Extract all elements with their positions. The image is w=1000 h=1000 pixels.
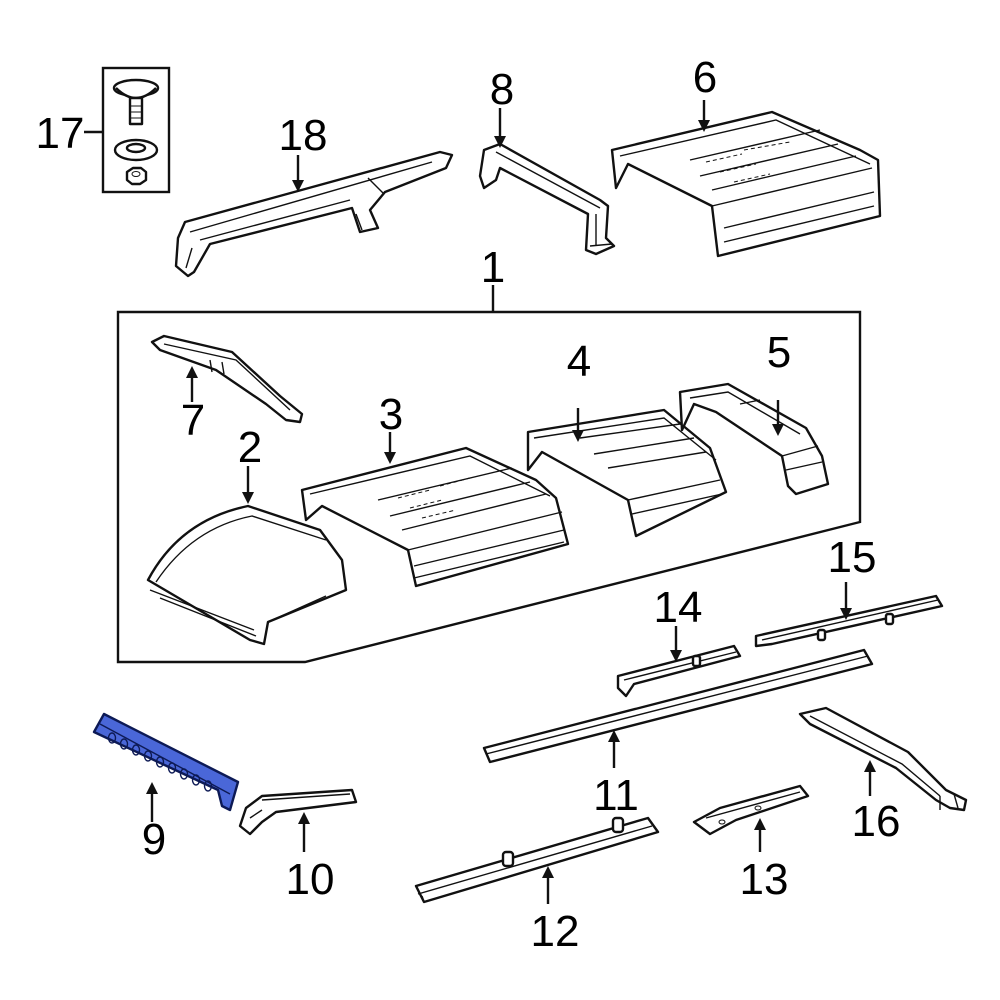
callout-12: 12 xyxy=(531,907,580,956)
assembly-1-bracket xyxy=(116,310,862,664)
callout-4: 4 xyxy=(567,337,591,386)
part-9-rear-header[interactable] xyxy=(92,712,240,812)
part-7-front-header[interactable] xyxy=(150,334,304,424)
part-15-upper-rail[interactable] xyxy=(754,594,944,648)
callout-9: 9 xyxy=(142,815,166,864)
part-3-center-roof-panel[interactable] xyxy=(300,446,570,588)
callout-13: 13 xyxy=(740,855,789,904)
part-4-rear-roof-panel[interactable] xyxy=(526,408,728,538)
part-16-rear-pillar[interactable] xyxy=(798,706,968,812)
part-2-front-roof-panel[interactable] xyxy=(146,504,348,646)
callout-8: 8 xyxy=(490,65,514,114)
callout-15: 15 xyxy=(828,533,877,582)
part-18-roof-side-rail[interactable] xyxy=(174,150,454,278)
part-6-roof-panel[interactable] xyxy=(610,110,882,258)
callout-16: 16 xyxy=(852,797,901,846)
callout-10: 10 xyxy=(286,855,335,904)
part-12-lower-rail[interactable] xyxy=(414,816,660,904)
callout-11: 11 xyxy=(593,771,639,820)
part-8-roof-bow[interactable] xyxy=(478,142,616,256)
part-14-short-rail[interactable] xyxy=(616,644,742,698)
callout-1: 1 xyxy=(481,243,505,292)
callout-7: 7 xyxy=(181,396,205,445)
callout-17: 17 xyxy=(36,109,85,158)
callout-2: 2 xyxy=(238,423,262,472)
part-5-rear-bow-panel[interactable] xyxy=(678,382,830,496)
callout-6: 6 xyxy=(693,53,717,102)
callout-18: 18 xyxy=(279,111,328,160)
fastener-kit-box xyxy=(101,66,171,194)
callout-5: 5 xyxy=(767,328,791,377)
part-17-fastener-kit[interactable] xyxy=(101,66,171,194)
callout-3: 3 xyxy=(379,390,403,439)
part-11-long-side-rail[interactable] xyxy=(482,648,874,764)
part-10-corner-bracket[interactable] xyxy=(238,788,358,836)
part-13-small-bracket[interactable] xyxy=(692,784,810,836)
callout-14: 14 xyxy=(654,583,703,632)
